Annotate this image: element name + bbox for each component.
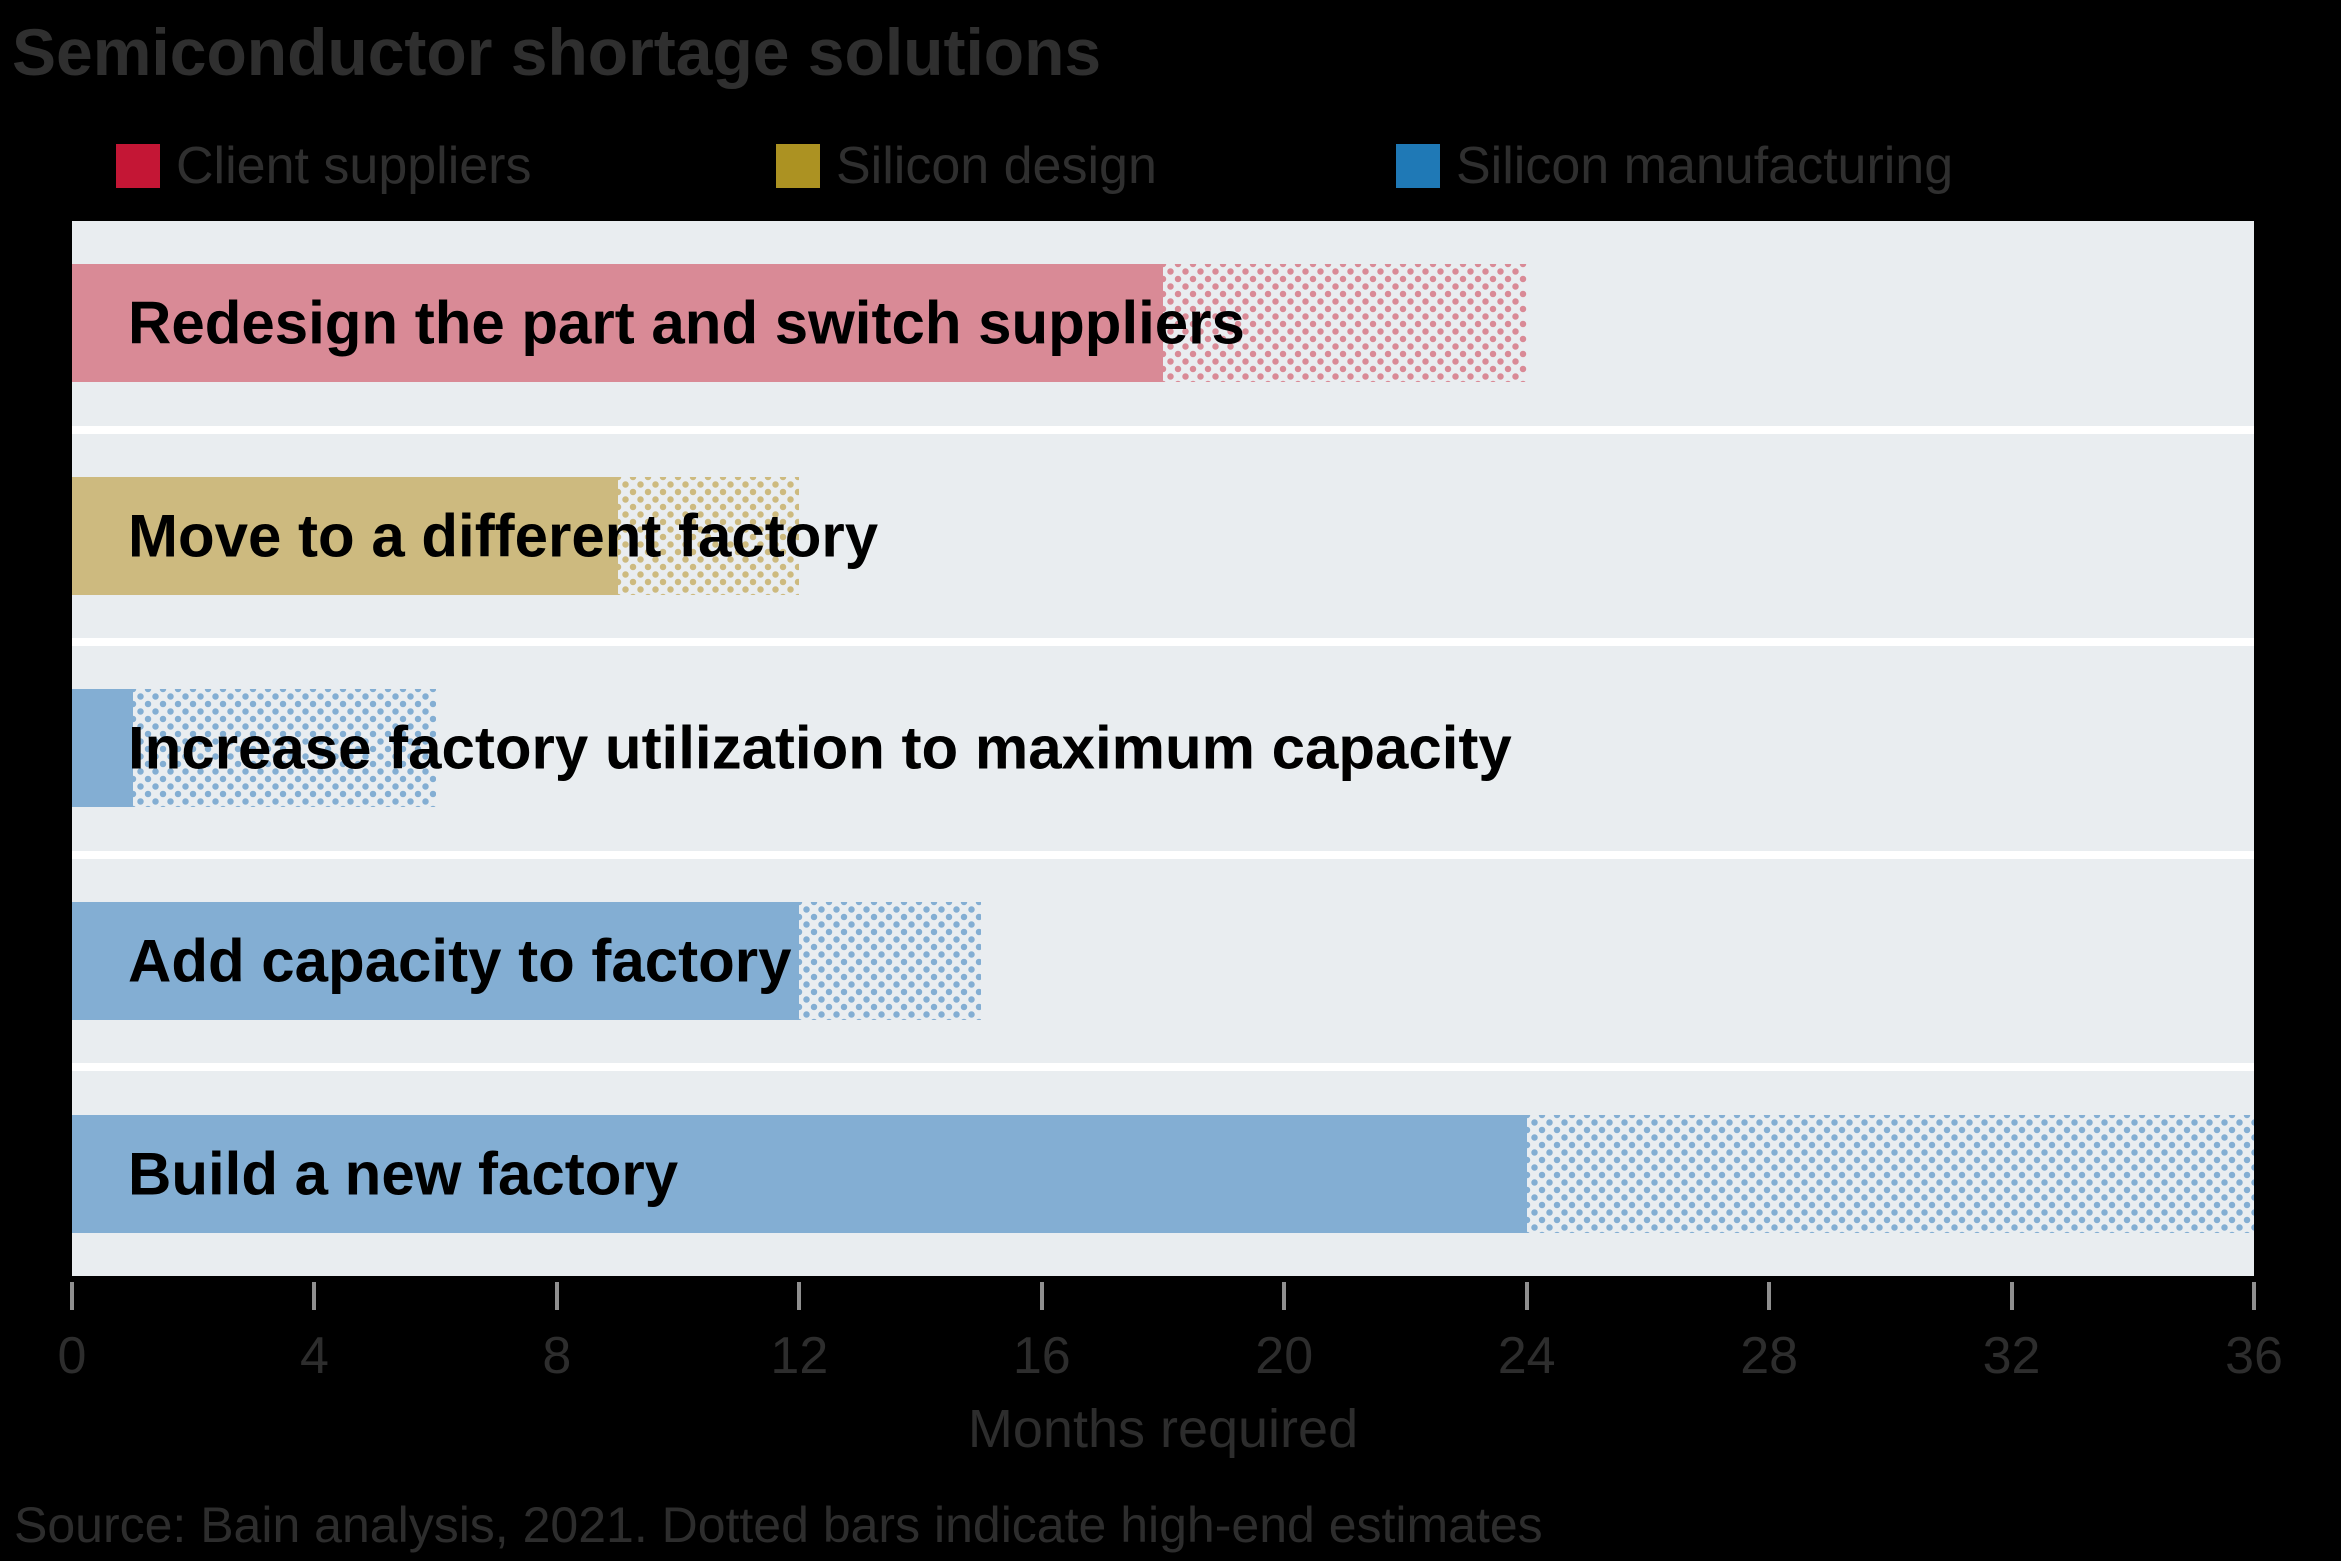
x-tick-mark (797, 1282, 802, 1310)
legend-item-silicon-design: Silicon design (776, 137, 1157, 195)
legend-label-silicon-design: Silicon design (836, 137, 1157, 195)
bar (72, 264, 1527, 383)
category-label: Redesign the part and switch suppliers (128, 289, 1245, 357)
x-tick-mark (312, 1282, 317, 1310)
x-tick-mark (70, 1282, 74, 1310)
chart-row: Move to a different factory (72, 434, 2254, 647)
bar (72, 689, 436, 808)
x-tick-mark (2252, 1282, 2256, 1310)
bar-dotted-segment (617, 476, 800, 595)
bar-dotted-segment (799, 902, 982, 1021)
chart-title: Semiconductor shortage solutions (12, 15, 1102, 89)
legend-swatch-silicon-design-icon (776, 144, 820, 188)
x-tick-label: 36 (2225, 1327, 2283, 1385)
category-label: Build a new factory (128, 1140, 679, 1208)
x-tick-mark (2009, 1282, 2014, 1310)
category-label: Add capacity to factory (128, 927, 792, 995)
legend-item-client-suppliers: Client suppliers (116, 137, 532, 195)
legend-label-silicon-manufacturing: Silicon manufacturing (1456, 137, 1954, 195)
x-tick-label: 4 (299, 1327, 329, 1385)
x-tick-label: 28 (1740, 1327, 1799, 1385)
bar-solid-segment (72, 264, 1163, 383)
legend: Client suppliers Silicon design Silicon … (0, 137, 2341, 195)
x-tick-label: 32 (1982, 1327, 2041, 1385)
x-axis-ticks: 0 4 8 12 16 20 24 28 32 36 (58, 1276, 2283, 1406)
legend-label-client-suppliers: Client suppliers (176, 137, 532, 195)
bar-solid-segment (72, 476, 618, 595)
chart-row: Increase factory utilization to maximum … (72, 646, 2254, 859)
x-axis-label: Months required (967, 1399, 1359, 1459)
bar (72, 1114, 2254, 1233)
x-tick-label: 0 (57, 1327, 87, 1385)
x-tick-mark (1282, 1282, 1287, 1310)
x-tick-label: 24 (1497, 1327, 1556, 1385)
bar-solid-segment (72, 1114, 1527, 1233)
bar (72, 902, 982, 1021)
bar-dotted-segment (1163, 264, 1527, 383)
x-tick-label: 16 (1012, 1327, 1071, 1385)
bar-solid-segment (72, 902, 800, 1021)
legend-item-silicon-manufacturing: Silicon manufacturing (1396, 137, 1953, 195)
bar-dotted-segment (132, 689, 436, 808)
category-label: Move to a different factory (128, 502, 879, 570)
category-label: Increase factory utilization to maximum … (128, 714, 1512, 782)
bar (72, 476, 800, 595)
x-tick-mark (554, 1282, 559, 1310)
x-tick-label: 8 (542, 1327, 572, 1385)
x-tick-mark (1767, 1282, 1772, 1310)
source-note: Source: Bain analysis, 2021. Dotted bars… (14, 1497, 1543, 1553)
x-tick-label: 12 (770, 1327, 829, 1385)
bar-solid-segment (72, 689, 133, 808)
chart-row: Add capacity to factory (72, 859, 2254, 1072)
x-tick-mark (1524, 1282, 1529, 1310)
chart-row: Build a new factory (72, 1071, 2254, 1276)
x-tick-mark (1039, 1282, 1044, 1310)
bar-dotted-segment (1526, 1114, 2254, 1233)
legend-swatch-silicon-manufacturing-icon (1396, 144, 1440, 188)
legend-swatch-client-suppliers-icon (116, 144, 160, 188)
x-tick-label: 20 (1255, 1327, 1314, 1385)
chart-row: Redesign the part and switch suppliers (72, 221, 2254, 434)
